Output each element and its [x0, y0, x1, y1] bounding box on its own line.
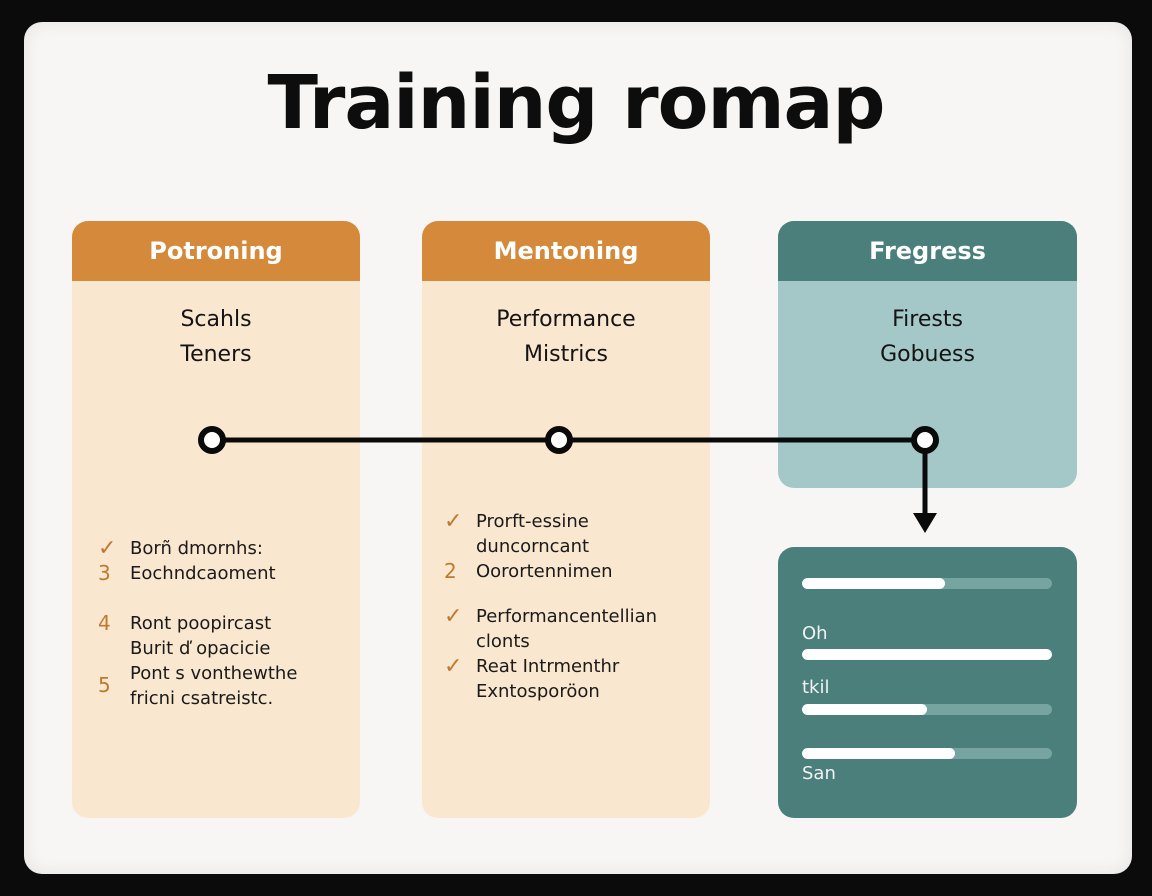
progress-panel: Oh tkil San	[778, 547, 1077, 818]
progress-bar-fill	[802, 704, 927, 715]
stage-subtitle: Performance Mistrics	[422, 302, 710, 372]
stage-card-mentoning: Mentoning Performance Mistrics	[422, 221, 710, 818]
list-item: ✓ Borñ dmornhs:	[98, 536, 297, 561]
stage-1-checklist: ✓ Borñ dmornhs: 3 Eochndcaoment 4 Ront p…	[98, 536, 297, 711]
list-item-text: Ront poopircast	[130, 613, 272, 634]
progress-bar-fill	[802, 649, 1052, 660]
check-icon: ✓	[444, 509, 463, 534]
list-item-text: Eochndcaoment	[130, 563, 276, 584]
list-item-text: Exntosporöon	[476, 681, 600, 702]
stage-header: Potroning	[72, 221, 360, 281]
list-item-text: Reat Intrmenthr	[476, 656, 620, 677]
progress-label: Oh	[802, 623, 828, 644]
progress-bar	[802, 748, 1052, 759]
stage-card-fregress: Fregress Firests Gobuess	[778, 221, 1077, 488]
step-number: 3	[98, 561, 111, 585]
page-title: Training romap	[267, 60, 886, 146]
list-item: ✓ Performancentellian clonts	[444, 604, 657, 654]
list-item-text: Pont s vonthewthe	[130, 663, 298, 684]
stage-subtitle-line: Teners	[180, 342, 252, 367]
stage-header: Fregress	[778, 221, 1077, 281]
step-number: 5	[98, 673, 111, 697]
list-item-text: clonts	[476, 631, 530, 652]
progress-label: tkil	[802, 677, 830, 698]
stage-subtitle-line: Gobuess	[880, 342, 975, 367]
stage-subtitle-line: Firests	[892, 307, 963, 332]
list-item: 2 Oorortennimen	[444, 559, 657, 584]
check-icon: ✓	[444, 654, 463, 679]
stage-2-checklist: ✓ Prorft-essine duncorncant 2 Oorortenni…	[444, 509, 657, 704]
stage-subtitle: Firests Gobuess	[778, 302, 1077, 372]
check-icon: ✓	[444, 604, 463, 629]
list-item-text: duncorncant	[476, 536, 590, 557]
progress-bar	[802, 578, 1052, 589]
progress-label: San	[802, 763, 836, 784]
stage-header: Mentoning	[422, 221, 710, 281]
check-icon: ✓	[98, 536, 117, 561]
list-item-text: Oorortennimen	[476, 561, 613, 582]
stage-subtitle-line: Scahls	[180, 307, 252, 332]
list-item-text: Prorft-essine	[476, 511, 589, 532]
stage-subtitle-line: Performance	[496, 307, 636, 332]
list-item-text: fricni csatreistc.	[130, 688, 274, 709]
step-number: 2	[444, 559, 457, 583]
list-item-text: Burit ď opacicie	[130, 638, 271, 659]
list-item: ✓ Reat Intrmenthr Exntosporöon	[444, 654, 657, 704]
progress-bar-fill	[802, 748, 955, 759]
list-item: ✓ Prorft-essine duncorncant	[444, 509, 657, 559]
progress-bar	[802, 704, 1052, 715]
step-number: 4	[98, 611, 111, 635]
list-item: 5 Pont s vonthewthe fricni csatreistc.	[98, 661, 297, 711]
list-item: 4 Ront poopircast Burit ď opacicie	[98, 611, 297, 661]
progress-bar-fill	[802, 578, 945, 589]
progress-bar	[802, 649, 1052, 660]
stage-subtitle-line: Mistrics	[524, 342, 608, 367]
stage-card-potroning: Potroning Scahls Teners	[72, 221, 360, 818]
list-item: 3 Eochndcaoment	[98, 561, 297, 586]
list-item-text: Borñ dmornhs:	[130, 538, 263, 559]
list-item-text: Performancentellian	[476, 606, 658, 627]
stage-subtitle: Scahls Teners	[72, 302, 360, 372]
